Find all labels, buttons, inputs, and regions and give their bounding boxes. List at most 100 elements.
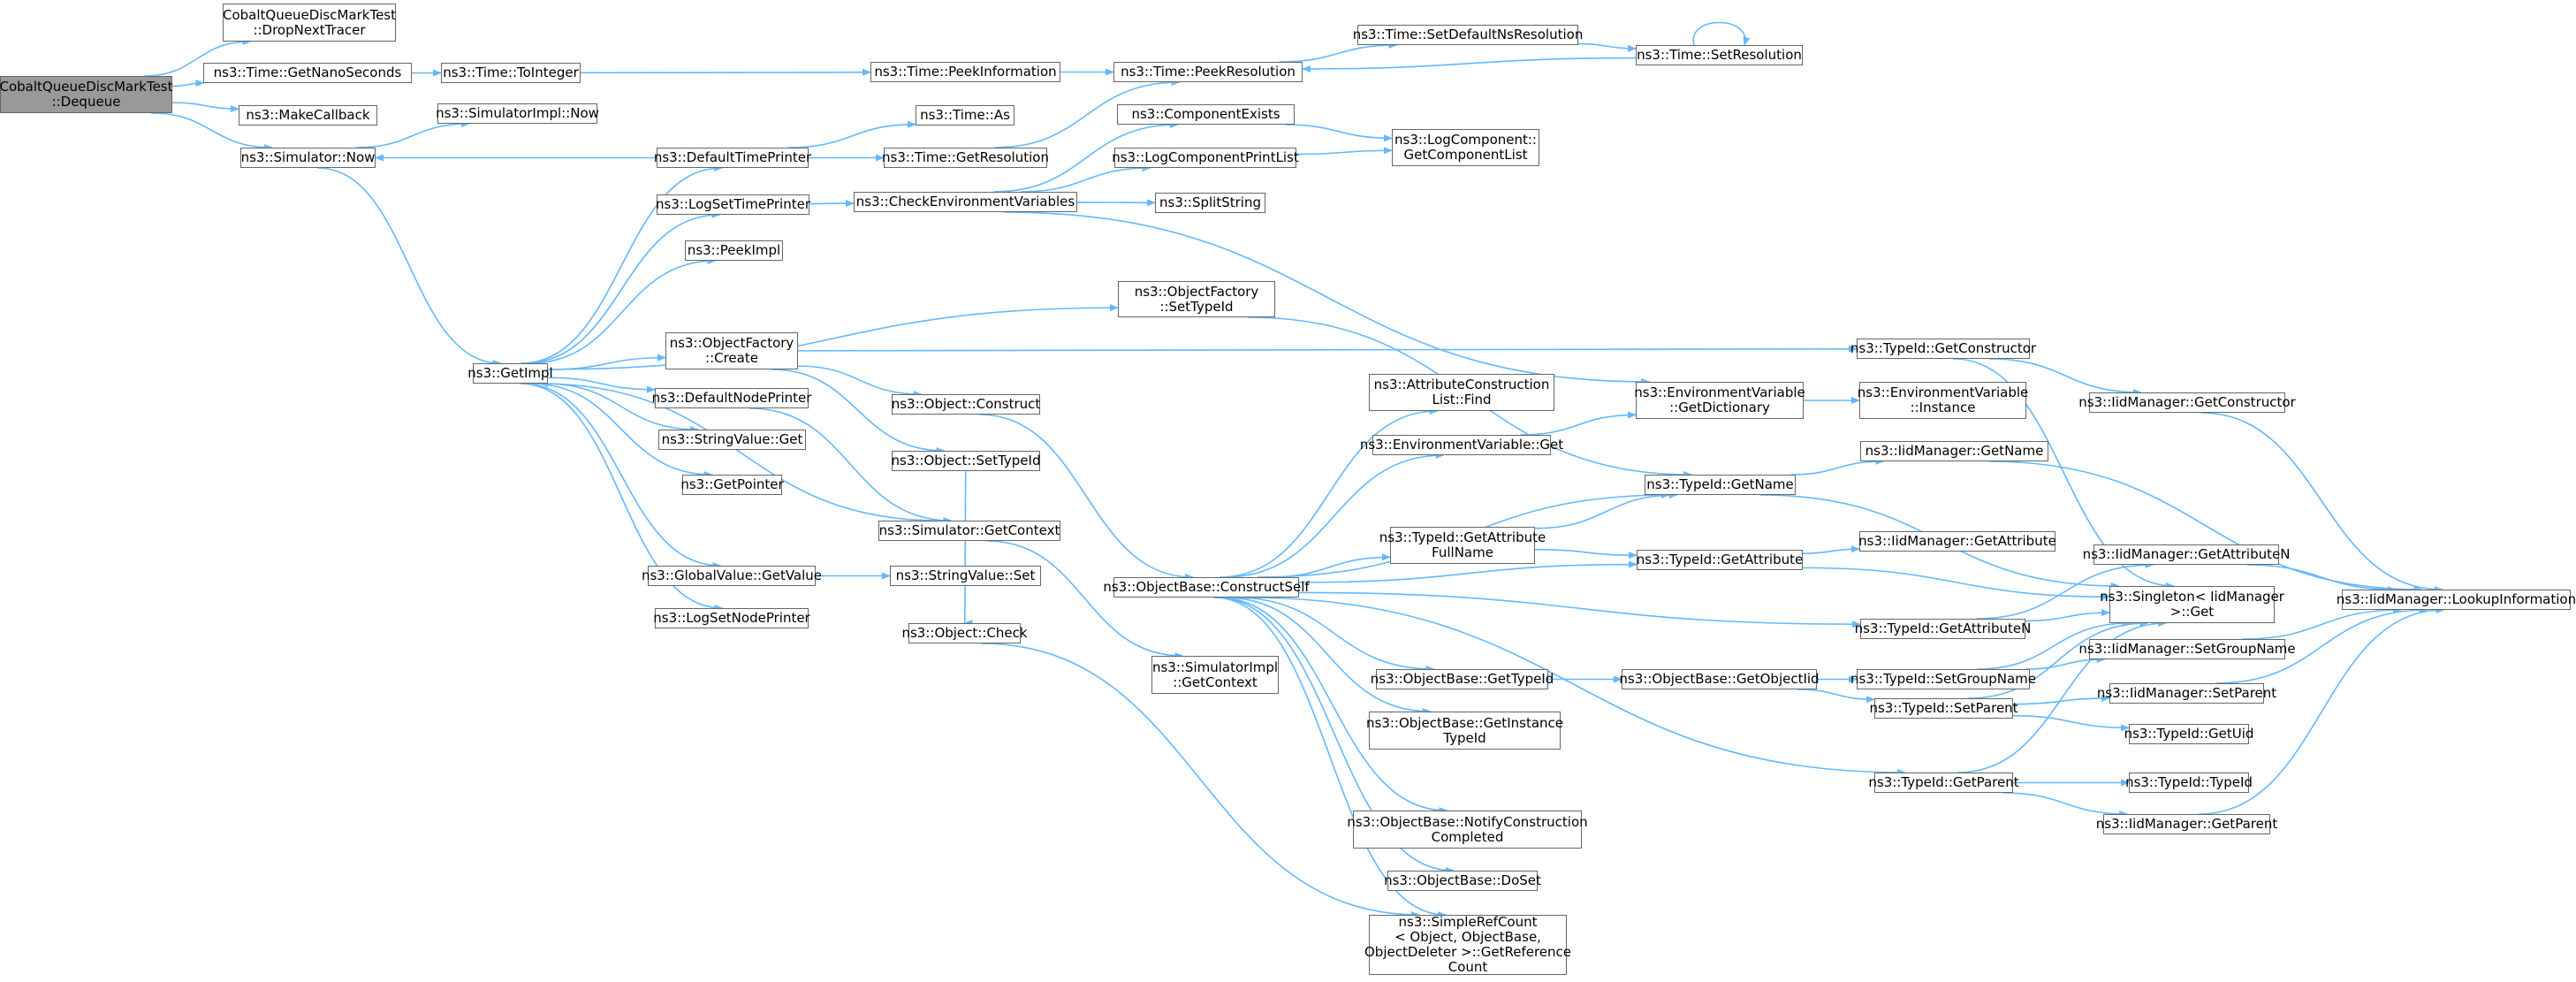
node-label-line: ns3::Time::ToInteger xyxy=(443,65,579,80)
node-iid-getattribute[interactable]: ns3::IidManager::GetAttribute xyxy=(1858,531,2056,552)
node-simimpl-getcontext[interactable]: ns3::SimulatorImpl::GetContext xyxy=(1151,656,1279,694)
node-label-line: ns3::EnvironmentVariable xyxy=(1857,384,2029,400)
node-objfactory-create[interactable]: ns3::ObjectFactory::Create xyxy=(665,332,798,369)
node-objfactory-settypeid[interactable]: ns3::ObjectFactory::SetTypeId xyxy=(1118,281,1275,317)
node-iid-getparent[interactable]: ns3::IidManager::GetParent xyxy=(2096,814,2277,834)
edge-constructself-to-objectbase-gettypeid xyxy=(1235,597,1435,673)
node-object-check[interactable]: ns3::Object::Check xyxy=(901,623,1028,643)
edge-typeid-getparent-to-iid-getparent xyxy=(2002,792,2129,818)
edge-constructself-to-simplerefcount xyxy=(1213,597,1448,918)
node-envvar-get[interactable]: ns3::EnvironmentVariable::Get xyxy=(1360,435,1563,455)
node-typeid-typeid[interactable]: ns3::TypeId::TypeId xyxy=(2125,773,2253,793)
node-constructself[interactable]: ns3::ObjectBase::ConstructSelf xyxy=(1103,577,1310,598)
node-iid-setparent[interactable]: ns3::IidManager::SetParent xyxy=(2097,683,2276,704)
node-iid-setgroupname[interactable]: ns3::IidManager::SetGroupName xyxy=(2078,639,2296,659)
node-tointeger[interactable]: ns3::Time::ToInteger xyxy=(441,63,581,83)
node-getpointer[interactable]: ns3::GetPointer xyxy=(680,475,784,495)
node-time-setresolution[interactable]: ns3::Time::SetResolution xyxy=(1636,45,1803,65)
node-typeid-getconstructor[interactable]: ns3::TypeId::GetConstructor xyxy=(1850,339,2036,359)
node-label-line: ns3::Singleton< IidManager xyxy=(2100,589,2284,605)
edge-logsettimeprinter-to-checkenvvars xyxy=(809,199,855,207)
edge-typeid-getparent-to-singleton-get xyxy=(1957,620,2168,773)
node-logcomponentprintlist[interactable]: ns3::LogComponentPrintList xyxy=(1112,148,1299,168)
node-label-line: ns3::ObjectBase::GetObjectIid xyxy=(1619,671,1820,687)
node-typeid-getattribute[interactable]: ns3::TypeId::GetAttribute xyxy=(1637,550,1803,570)
node-object-settypeid[interactable]: ns3::Object::SetTypeId xyxy=(892,451,1040,471)
node-objectbase-gettypeid[interactable]: ns3::ObjectBase::GetTypeId xyxy=(1371,669,1554,689)
node-time-as[interactable]: ns3::Time::As xyxy=(916,105,1014,126)
edge-getimpl-to-globalvalue-getvalue xyxy=(521,383,722,569)
node-label-line: CobaltQueueDiscMarkTest xyxy=(0,79,173,95)
node-stringvalue-get[interactable]: ns3::StringValue::Get xyxy=(658,430,806,450)
node-splitstring[interactable]: ns3::SplitString xyxy=(1155,193,1265,213)
node-envvar-instance[interactable]: ns3::EnvironmentVariable::Instance xyxy=(1857,382,2029,419)
node-componentexists[interactable]: ns3::ComponentExists xyxy=(1117,104,1295,125)
node-typeid-setparent[interactable]: ns3::TypeId::SetParent xyxy=(1869,698,2018,719)
edge-constructself-to-envvar-get xyxy=(1224,452,1445,578)
edge-constructself-to-notifyconstructioncompleted xyxy=(1217,597,1448,814)
node-simimpl-now[interactable]: ns3::SimulatorImpl::Now xyxy=(436,103,599,124)
node-time-getresolution[interactable]: ns3::Time::GetResolution xyxy=(882,148,1049,168)
node-typeid-getname[interactable]: ns3::TypeId::GetName xyxy=(1645,475,1796,495)
edge-defaulttimeprinter-to-time-as xyxy=(788,120,916,148)
edge-envvar-get-to-envvar-getdictionary xyxy=(1520,411,1637,436)
node-typeid-getparent[interactable]: ns3::TypeId::GetParent xyxy=(1868,773,2019,793)
node-label-line: ns3::Object::SetTypeId xyxy=(891,453,1041,468)
node-label-line: ns3::Object::Construct xyxy=(891,396,1041,412)
node-simplerefcount[interactable]: ns3::SimpleRefCount< Object, ObjectBase,… xyxy=(1364,915,1571,975)
node-makecallback[interactable]: ns3::MakeCallback xyxy=(239,105,377,126)
node-singleton-get[interactable]: ns3::Singleton< IidManager>::Get xyxy=(2100,586,2284,623)
node-stringvalue-set[interactable]: ns3::StringValue::Set xyxy=(890,566,1041,586)
node-peekimpl[interactable]: ns3::PeekImpl xyxy=(685,240,783,261)
node-dropnexttracer[interactable]: CobaltQueueDiscMarkTest::DropNextTracer xyxy=(223,4,396,42)
node-getcomponentlist[interactable]: ns3::LogComponent::GetComponentList xyxy=(1392,129,1539,166)
node-globalvalue-getvalue[interactable]: ns3::GlobalValue::GetValue xyxy=(642,566,822,586)
node-getimpl[interactable]: ns3::GetImpl xyxy=(467,363,553,384)
node-objectbase-doset[interactable]: ns3::ObjectBase::DoSet xyxy=(1384,871,1541,891)
node-typeid-setgroupname[interactable]: ns3::TypeId::SetGroupName xyxy=(1850,669,2036,689)
node-iid-getname[interactable]: ns3::IidManager::GetName xyxy=(1860,441,2048,461)
node-label-line: ns3::IidManager::GetAttributeN xyxy=(2082,546,2291,562)
edge-typeid-setparent-to-singleton-get xyxy=(1967,620,2149,699)
edge-simulator-now-to-simimpl-now xyxy=(356,120,470,148)
node-label-line: ns3::ObjectFactory xyxy=(669,335,794,351)
node-typeid-getattributen[interactable]: ns3::TypeId::GetAttributeN xyxy=(1855,619,2031,639)
edge-constructself-to-typeid-getattribute xyxy=(1298,560,1638,583)
node-label-line: ns3::TypeId::GetAttributeN xyxy=(1854,620,2032,636)
node-label-line: ns3::Time::PeekInformation xyxy=(874,64,1057,80)
node-logsetnodeprinter[interactable]: ns3::LogSetNodePrinter xyxy=(653,608,810,628)
node-checkenvvars[interactable]: ns3::CheckEnvironmentVariables xyxy=(854,192,1077,212)
node-simulator-now[interactable]: ns3::Simulator::Now xyxy=(240,148,376,168)
node-getnanoseconds[interactable]: ns3::Time::GetNanoSeconds xyxy=(203,63,412,83)
node-lookupinformation[interactable]: ns3::IidManager::LookupInformation xyxy=(2337,590,2576,610)
node-dequeue[interactable]: CobaltQueueDiscMarkTest::Dequeue xyxy=(0,76,173,113)
edge-objfactory-create-to-object-construct xyxy=(797,365,923,398)
node-defaultnodeprinter[interactable]: ns3::DefaultNodePrinter xyxy=(652,388,811,408)
node-label-line: ns3::Time::As xyxy=(920,107,1010,123)
node-iid-getconstructor[interactable]: ns3::IidManager::GetConstructor xyxy=(2078,392,2296,413)
edge-typeid-getattributen-to-singleton-get xyxy=(2025,609,2110,622)
edge-dequeue-to-getnanoseconds xyxy=(171,80,205,88)
node-simulator-getcontext[interactable]: ns3::Simulator::GetContext xyxy=(878,521,1060,541)
node-logsettimeprinter[interactable]: ns3::LogSetTimePrinter xyxy=(656,194,810,215)
node-typeid-getuid[interactable]: ns3::TypeId::GetUid xyxy=(2124,724,2253,744)
node-peekinformation[interactable]: ns3::Time::PeekInformation xyxy=(870,62,1060,82)
node-object-construct[interactable]: ns3::Object::Construct xyxy=(892,394,1040,415)
edge-constructself-to-getinstancetypeid xyxy=(1224,597,1432,715)
node-label-line: ns3::IidManager::GetAttribute xyxy=(1858,533,2056,549)
edge-typeid-getname-to-iid-getname xyxy=(1790,458,1885,476)
node-label-line: ::DropNextTracer xyxy=(253,21,366,38)
node-label-line: ns3::ObjectBase::GetTypeId xyxy=(1370,671,1554,687)
node-getobjectiid[interactable]: ns3::ObjectBase::GetObjectIid xyxy=(1619,669,1820,689)
node-envvar-getdictionary[interactable]: ns3::EnvironmentVariable::GetDictionary xyxy=(1634,382,1805,419)
node-peekresolution[interactable]: ns3::Time::PeekResolution xyxy=(1113,62,1303,82)
node-defaulttimeprinter[interactable]: ns3::DefaultTimePrinter xyxy=(654,148,811,168)
node-setdefaultnsresolution[interactable]: ns3::Time::SetDefaultNsResolution xyxy=(1353,25,1583,45)
node-label-line: < Object, ObjectBase, xyxy=(1394,929,1541,945)
node-iid-getattributen[interactable]: ns3::IidManager::GetAttributeN xyxy=(2083,544,2290,565)
